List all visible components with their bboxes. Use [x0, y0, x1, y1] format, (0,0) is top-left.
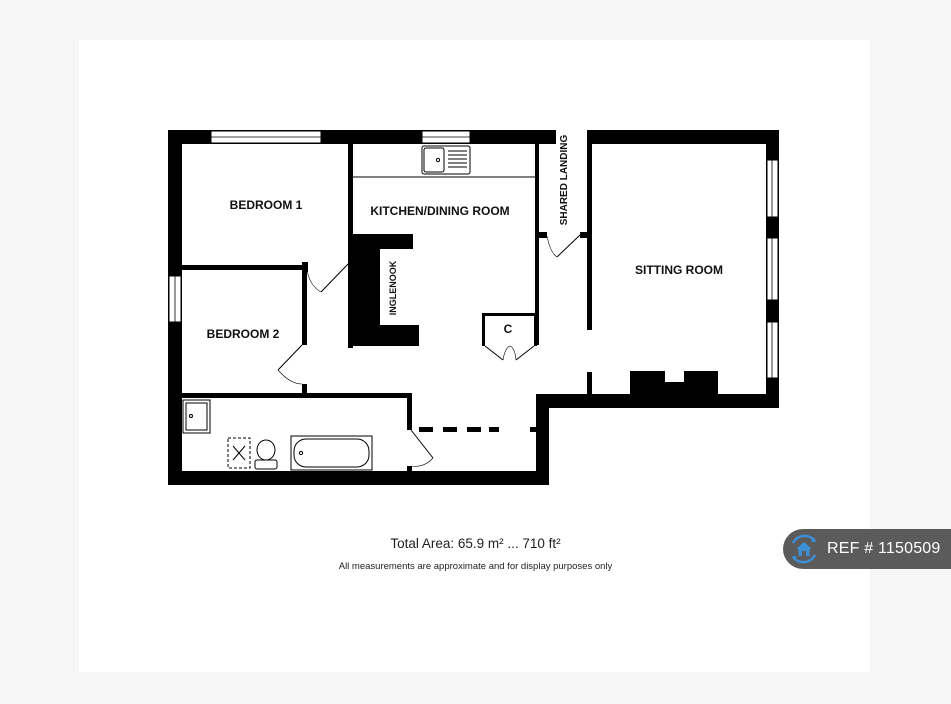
reference-badge: REF # 1150509 — [783, 529, 951, 569]
room-label-shared-landing: SHARED LANDING — [559, 135, 570, 226]
room-label-inglenook: INGLENOOK — [388, 260, 398, 315]
disclaimer-text: All measurements are approximate and for… — [338, 561, 613, 572]
room-label-bedroom-1: BEDROOM 1 — [230, 198, 303, 212]
reference-number: REF # 1150509 — [827, 540, 941, 557]
floorplan-sheet — [79, 40, 870, 672]
room-label-kitchen-dining: KITCHEN/DINING ROOM — [370, 204, 509, 218]
room-label-cupboard: C — [504, 322, 513, 336]
room-label-sitting-room: SITTING ROOM — [635, 263, 723, 277]
total-area-text: Total Area: 65.9 m² ... 710 ft² — [390, 536, 561, 551]
room-label-bedroom-2: BEDROOM 2 — [207, 327, 280, 341]
home-icon — [791, 534, 817, 564]
